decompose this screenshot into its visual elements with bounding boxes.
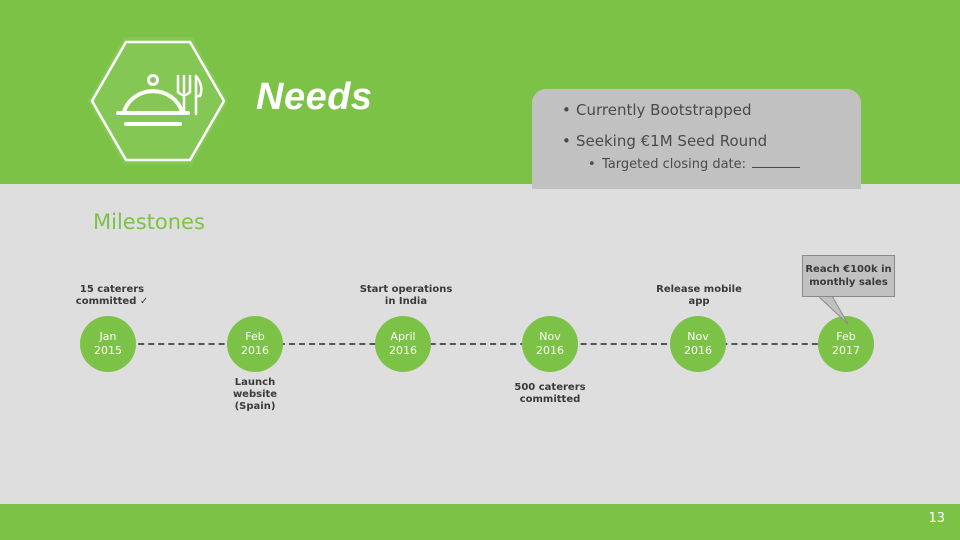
needs-item: •Seeking €1M Seed Round <box>562 132 768 150</box>
slide-title: Needs <box>256 76 373 118</box>
milestone-circle: Feb 2016 <box>227 316 283 372</box>
footer-band <box>0 504 960 540</box>
milestone-circle: Nov 2016 <box>670 316 726 372</box>
needs-sub-item: •Targeted closing date: <box>588 156 801 172</box>
bullet-icon: • <box>562 132 571 150</box>
timeline-line <box>108 343 848 345</box>
milestone-label: Start operations in India <box>359 284 453 307</box>
milestone-label: 15 caterers committed ✓ <box>75 284 149 307</box>
milestone-label: Release mobile app <box>656 284 742 307</box>
blank-line <box>752 156 801 168</box>
milestone-circle: Nov 2016 <box>522 316 578 372</box>
bullet-icon: • <box>588 157 596 172</box>
milestone-label: Launch website (Spain) <box>232 377 278 412</box>
milestone-label: 500 caterers committed <box>514 382 586 405</box>
section-title: Milestones <box>93 210 205 234</box>
needs-panel: •Currently Bootstrapped •Seeking €1M See… <box>532 89 861 189</box>
callout-pointer <box>817 296 849 325</box>
milestone-circle: Feb 2017 <box>818 316 874 372</box>
milestone-callout: Reach €100k in monthly sales <box>802 255 895 297</box>
milestone-circle: Jan 2015 <box>80 316 136 372</box>
cloche-fork-knife-icon <box>88 37 228 165</box>
needs-item: •Currently Bootstrapped <box>562 101 752 119</box>
bullet-icon: • <box>562 101 571 119</box>
page-number: 13 <box>928 511 945 526</box>
milestone-circle: April 2016 <box>375 316 431 372</box>
